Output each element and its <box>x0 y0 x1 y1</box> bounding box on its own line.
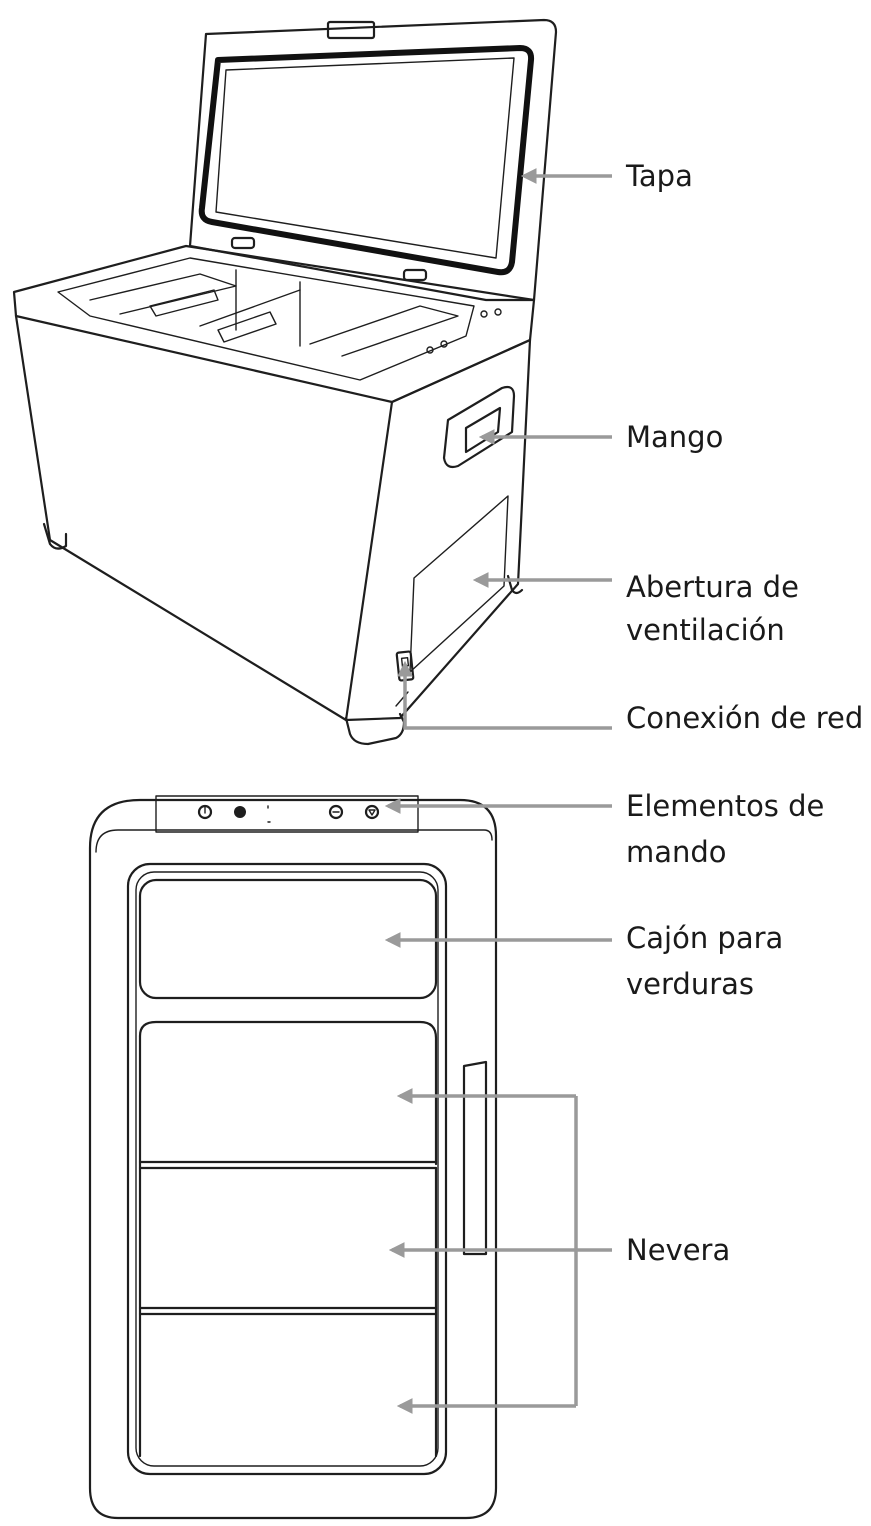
control-panel <box>197 804 380 823</box>
label-tapa: Tapa <box>625 159 693 193</box>
callout-fridge <box>388 1088 612 1414</box>
label-mango: Mango <box>626 420 723 454</box>
labels: Tapa Mango Abertura de ventilación Conex… <box>625 159 863 1267</box>
cooler-body <box>12 244 536 746</box>
label-abertura-line2: ventilación <box>626 613 785 647</box>
lid <box>188 18 558 302</box>
cooler-top-view <box>88 795 498 1520</box>
label-abertura-line1: Abertura de <box>626 570 799 604</box>
label-elementos-line1: Elementos de <box>626 789 824 823</box>
cooler-perspective-view <box>12 18 558 746</box>
label-cajon-line2: verduras <box>626 967 754 1001</box>
label-conexion: Conexión de red <box>626 701 863 735</box>
callout-power <box>397 660 612 730</box>
label-nevera: Nevera <box>626 1233 730 1267</box>
label-elementos-line2: mando <box>626 835 727 869</box>
callout-lines <box>384 168 612 1414</box>
label-cajon-line1: Cajón para <box>626 921 783 955</box>
